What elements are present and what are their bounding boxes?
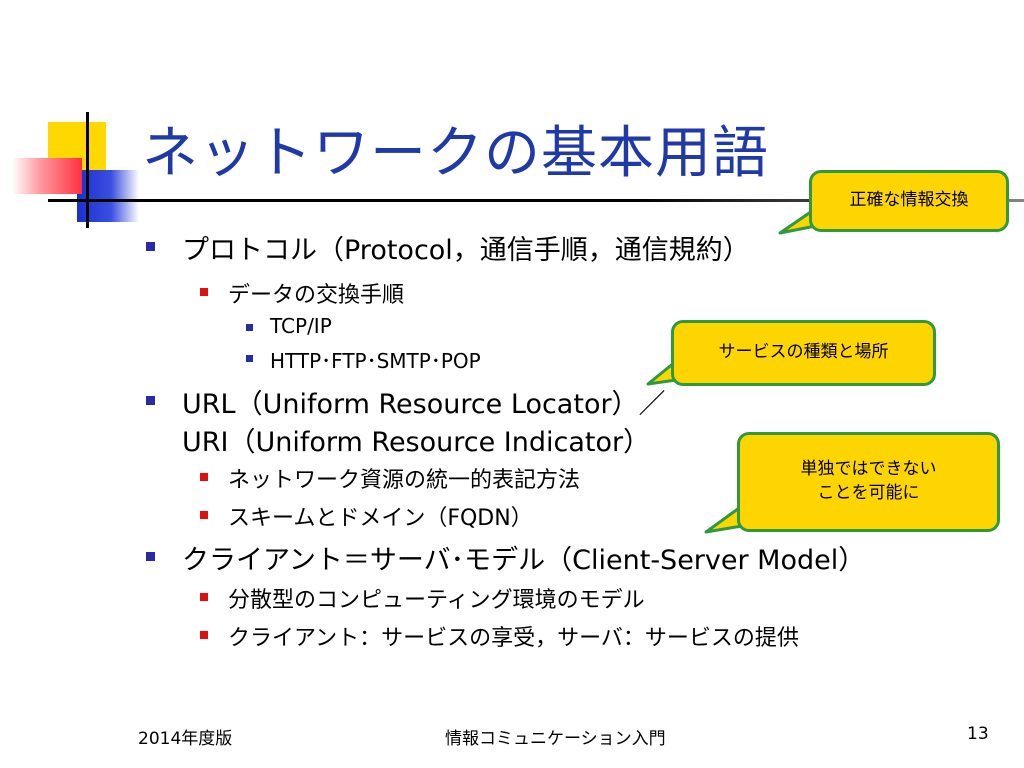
bullet-text: HTTP･FTP･SMTP･POP	[270, 349, 481, 373]
bullet-marker	[200, 593, 208, 601]
decor-vertical-line	[86, 112, 89, 228]
bullet-marker	[200, 473, 208, 481]
bullet-text: URI（Uniform Resource Indicator）	[182, 427, 651, 458]
callout-service-type: サービスの種類と場所	[671, 320, 936, 386]
footer-course-title: 情報コミュニケーション入門	[445, 729, 666, 749]
bullet-item: URL（Uniform Resource Locator）／	[146, 382, 666, 421]
bullet-text: クライアント＝サーバ･モデル（Client-Server Model）	[182, 545, 866, 576]
bullet-text: TCP/IP	[270, 314, 332, 338]
bullet-item: プロトコル（Protocol，通信手順，通信規約）	[146, 228, 750, 267]
bullet-marker	[246, 355, 253, 362]
bullet-continuation: URI（Uniform Resource Indicator）	[182, 420, 650, 459]
decor-red-bar	[12, 158, 82, 194]
callout-accurate-exchange: 正確な情報交換	[809, 170, 1009, 232]
bullet-marker	[146, 242, 155, 251]
callout-text-line2: ことを可能に	[817, 483, 920, 503]
page-number: 13	[967, 724, 989, 744]
bullet-text: データの交換手順	[228, 283, 405, 308]
bullet-marker	[246, 324, 253, 331]
bullet-marker	[200, 631, 208, 639]
callout-text: 正確な情報交換	[849, 190, 969, 211]
slide-title: ネットワークの基本用語	[142, 121, 769, 186]
bullet-text: 分散型のコンピューティング環境のモデル	[228, 588, 645, 613]
bullet-text: プロトコル（Protocol，通信手順，通信規約）	[182, 235, 750, 266]
bullet-text: URL（Uniform Resource Locator）／	[182, 389, 666, 420]
bullet-item: データの交換手順	[200, 277, 405, 309]
bullet-item: クライアント＝サーバ･モデル（Client-Server Model）	[146, 538, 866, 577]
bullet-marker	[146, 552, 155, 561]
bullet-item: HTTP･FTP･SMTP･POP	[246, 345, 481, 374]
footer-edition: 2014年度版	[138, 729, 233, 749]
title-underline	[48, 199, 1024, 202]
bullet-item: スキームとドメイン（FQDN）	[200, 500, 533, 532]
bullet-marker	[200, 288, 208, 296]
bullet-text: クライアント：サービスの享受，サーバ：サービスの提供	[228, 626, 799, 651]
bullet-text: ネットワーク資源の統一的表記方法	[228, 468, 581, 493]
bullet-item: TCP/IP	[246, 314, 332, 338]
bullet-text: スキームとドメイン（FQDN）	[228, 506, 533, 531]
bullet-marker	[200, 511, 208, 519]
callout-enable: 単独ではできない ことを可能に	[737, 432, 1000, 532]
bullet-item: 分散型のコンピューティング環境のモデル	[200, 582, 645, 614]
bullet-item: ネットワーク資源の統一的表記方法	[200, 462, 581, 494]
bullet-marker	[146, 396, 155, 405]
callout-text-line1: 単独ではできない	[800, 459, 937, 480]
bullet-item: クライアント：サービスの享受，サーバ：サービスの提供	[200, 620, 799, 652]
callout-text: サービスの種類と場所	[718, 342, 889, 363]
